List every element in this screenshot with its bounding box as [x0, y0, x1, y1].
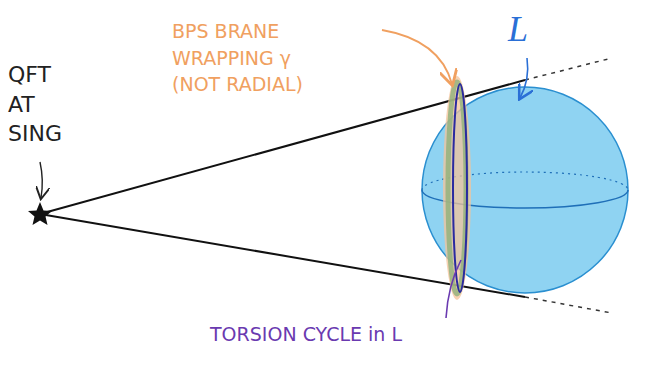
manifold-label: L: [508, 8, 548, 51]
torsion-label: TORSION CYCLE in L: [210, 322, 450, 347]
qft-label: QFT AT SING: [8, 60, 70, 149]
brane-label: BPS BRANE WRAPPING γ (NOT RADIAL): [172, 18, 332, 98]
